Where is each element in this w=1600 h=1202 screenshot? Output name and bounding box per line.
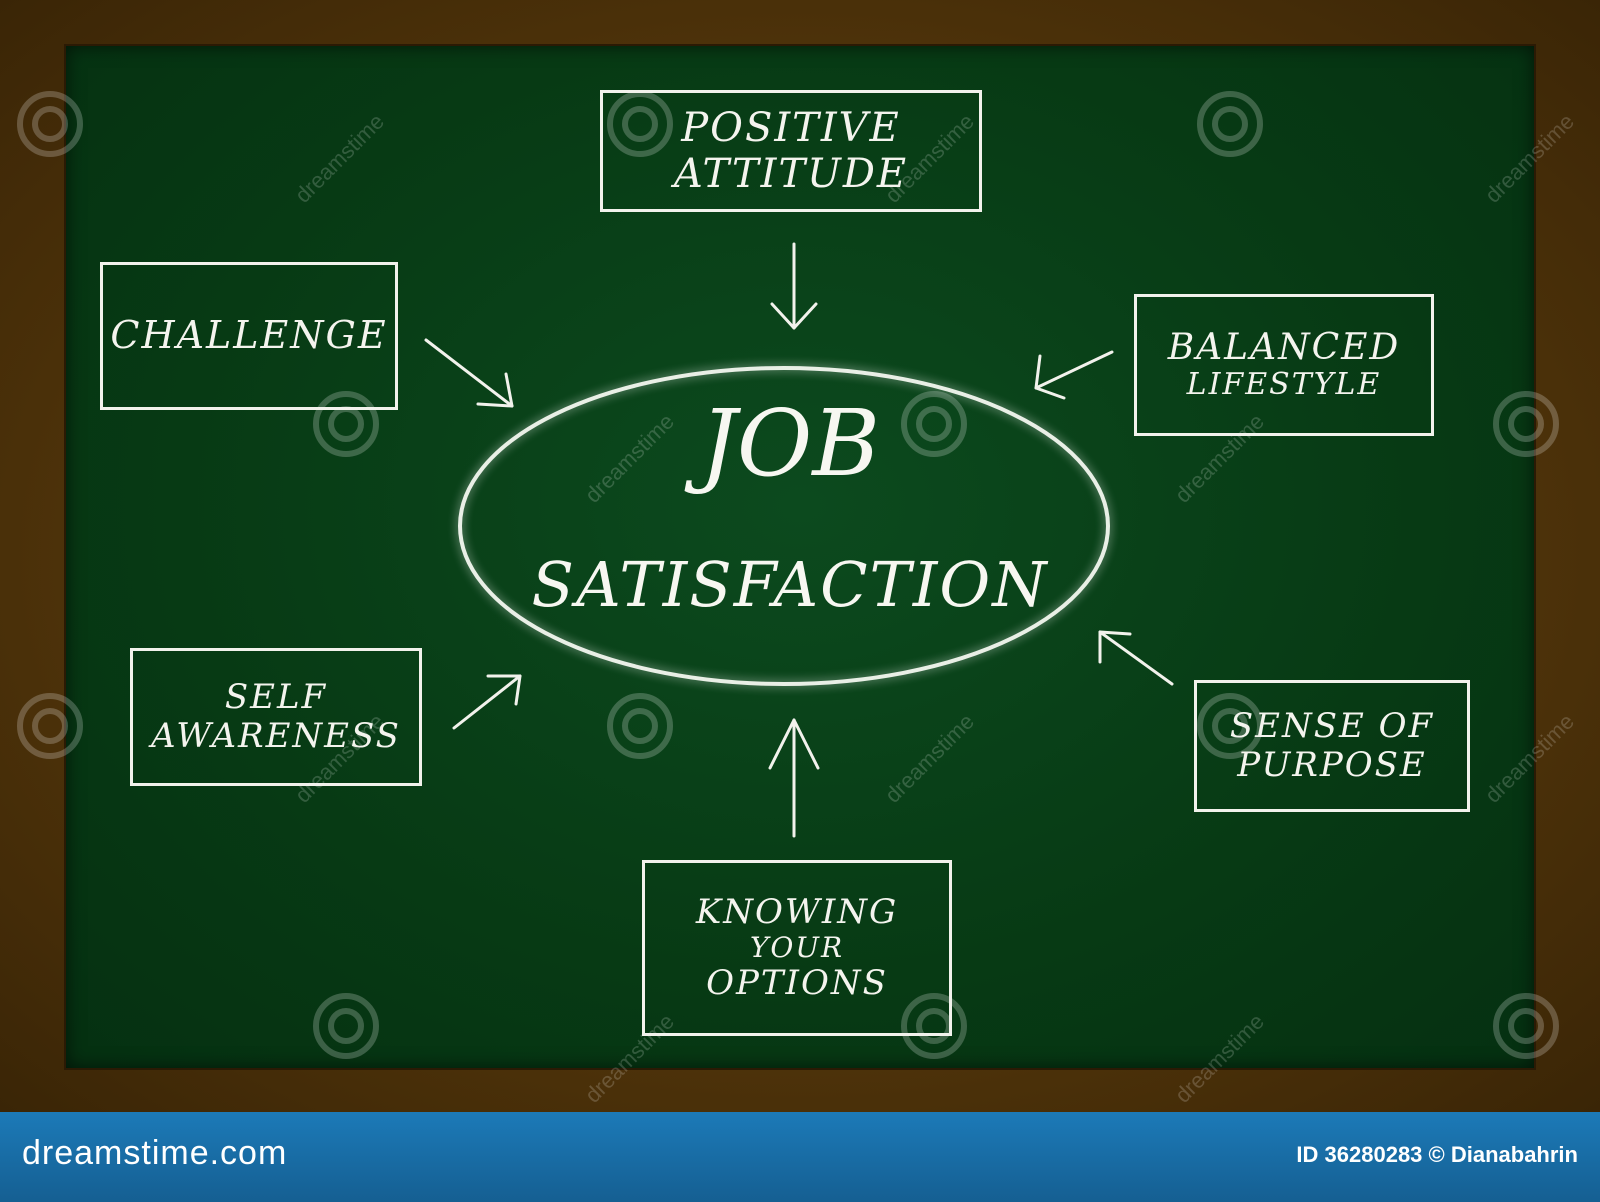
arrow-knowing-your-options — [768, 718, 820, 838]
watermark-spiral-icon — [17, 91, 83, 157]
watermark-spiral-icon — [607, 91, 673, 157]
node-label: Your — [749, 930, 845, 964]
node-positive-attitude: Positive Attitude — [600, 90, 982, 212]
arrow-positive-attitude — [770, 242, 818, 330]
node-label: Awareness — [151, 716, 401, 756]
watermark-spiral-icon — [17, 693, 83, 759]
node-label: Attitude — [673, 151, 909, 197]
watermark-spiral-icon — [901, 391, 967, 457]
watermark-spiral-icon — [1197, 91, 1263, 157]
watermark-spiral-icon — [607, 693, 673, 759]
watermark-spiral-icon — [313, 993, 379, 1059]
footer-bar: dreamstime.com ID 36280283 © Dianabahrin — [0, 1112, 1600, 1202]
node-knowing-your-options: Knowing Your Options — [642, 860, 952, 1036]
arrow-balanced-lifestyle — [1034, 350, 1114, 400]
center-ellipse — [458, 366, 1110, 686]
center-title-job: JOB — [700, 390, 880, 497]
footer-credit: ID 36280283 © Dianabahrin — [1296, 1142, 1578, 1167]
node-balanced-lifestyle: Balanced Lifestyle — [1134, 294, 1434, 436]
node-label: Challenge — [110, 313, 388, 358]
chalkboard — [66, 46, 1534, 1068]
node-self-awareness: Self Awareness — [130, 648, 422, 786]
node-label: Sense of — [1229, 705, 1435, 746]
node-label: Balanced — [1167, 327, 1401, 369]
watermark-spiral-icon — [1493, 993, 1559, 1059]
node-label: Options — [706, 963, 888, 1004]
node-label: Purpose — [1237, 745, 1427, 785]
node-label: Lifestyle — [1186, 367, 1382, 403]
node-label: Knowing — [695, 891, 899, 932]
footer-brand[interactable]: dreamstime.com — [22, 1134, 288, 1172]
node-sense-of-purpose: Sense of Purpose — [1194, 680, 1470, 812]
arrow-self-awareness — [452, 674, 522, 730]
node-label: Positive — [681, 105, 901, 151]
node-challenge: Challenge — [100, 262, 398, 410]
diagram-connectors — [424, 242, 1174, 838]
arrow-sense-of-purpose — [1098, 630, 1174, 686]
node-label: Self — [224, 676, 328, 717]
watermark-spiral-icon — [1197, 693, 1263, 759]
arrow-challenge — [424, 338, 514, 408]
watermark-spiral-icon — [1493, 391, 1559, 457]
center-title-satisfaction: SATISFACTION — [531, 548, 1049, 621]
